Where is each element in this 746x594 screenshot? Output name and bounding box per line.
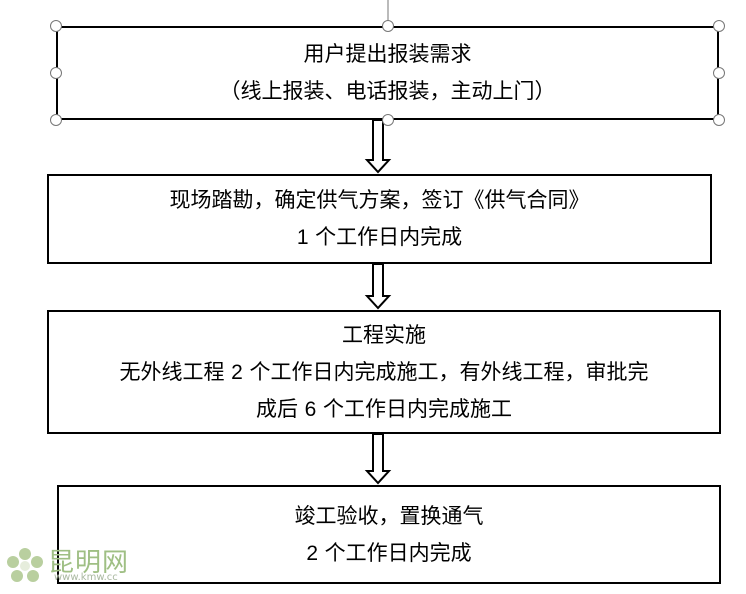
selection-handle-mid-left[interactable] (50, 67, 62, 79)
flower-logo-icon (7, 548, 43, 582)
step-3-line2: 无外线工程 2 个工作日内完成施工，有外线工程，审批完 (119, 354, 648, 391)
step-3-line3-b: 个工作日内完成施工 (316, 396, 513, 421)
step-box-3[interactable]: 工程实施 无外线工程 2 个工作日内完成施工，有外线工程，审批完 成后 6 个工… (47, 310, 721, 434)
step-2-duration: 1 个工作日内完成 (297, 219, 462, 256)
step-2-duration-text: 个工作日内完成 (308, 225, 463, 249)
step-3-line3: 成后 6 个工作日内完成施工 (256, 391, 512, 428)
step-4-duration-text: 个工作日内完成 (318, 540, 472, 565)
arrow-down-2 (364, 263, 392, 310)
arrow-down-3 (364, 433, 392, 485)
step-2-title: 现场踏勘，确定供气方案，签订《供气合同》 (169, 188, 590, 212)
selection-handle-bottom-center[interactable] (382, 114, 394, 126)
step-3-line3-a: 成后 (255, 396, 305, 421)
step-box-1[interactable]: 用户提出报装需求 （线上报装、电话报装，主动上门） (56, 26, 719, 120)
selection-handle-bottom-right[interactable] (713, 114, 725, 126)
step-1-title: 用户提出报装需求 (303, 42, 472, 66)
step-3-line2-b: 个工作日内完成施工，有外线工程，审批完 (242, 359, 649, 384)
watermark-logo: 昆明网 www.kmw.cc (2, 544, 142, 590)
watermark-name: 昆明网 (48, 548, 130, 578)
step-4-title: 竣工验收，置换通气 (294, 503, 484, 528)
selection-handle-top-left[interactable] (50, 20, 62, 32)
selection-handle-top-right[interactable] (713, 20, 725, 32)
step-box-4[interactable]: 竣工验收，置换通气 2 个工作日内完成 (57, 485, 721, 584)
step-4-days: 2 (306, 541, 318, 565)
step-2-days: 1 (296, 226, 309, 249)
selection-handle-bottom-left[interactable] (50, 114, 62, 126)
step-4-duration: 2 个工作日内完成 (306, 535, 471, 572)
selection-handle-top-center[interactable] (382, 20, 394, 32)
watermark-url: www.kmw.cc (54, 572, 118, 583)
step-3-title: 工程实施 (342, 322, 426, 347)
selection-handle-mid-right[interactable] (713, 67, 725, 79)
step-box-2[interactable]: 现场踏勘，确定供气方案，签订《供气合同》 1 个工作日内完成 (47, 174, 712, 264)
step-3-days-b: 6 (304, 397, 317, 421)
arrow-down-1 (364, 119, 392, 174)
step-3-days-a: 2 (231, 360, 243, 384)
step-1-subtitle: （线上报装、电话报装，主动上门） (219, 79, 556, 103)
step-3-line2-a: 无外线工程 (119, 359, 232, 384)
